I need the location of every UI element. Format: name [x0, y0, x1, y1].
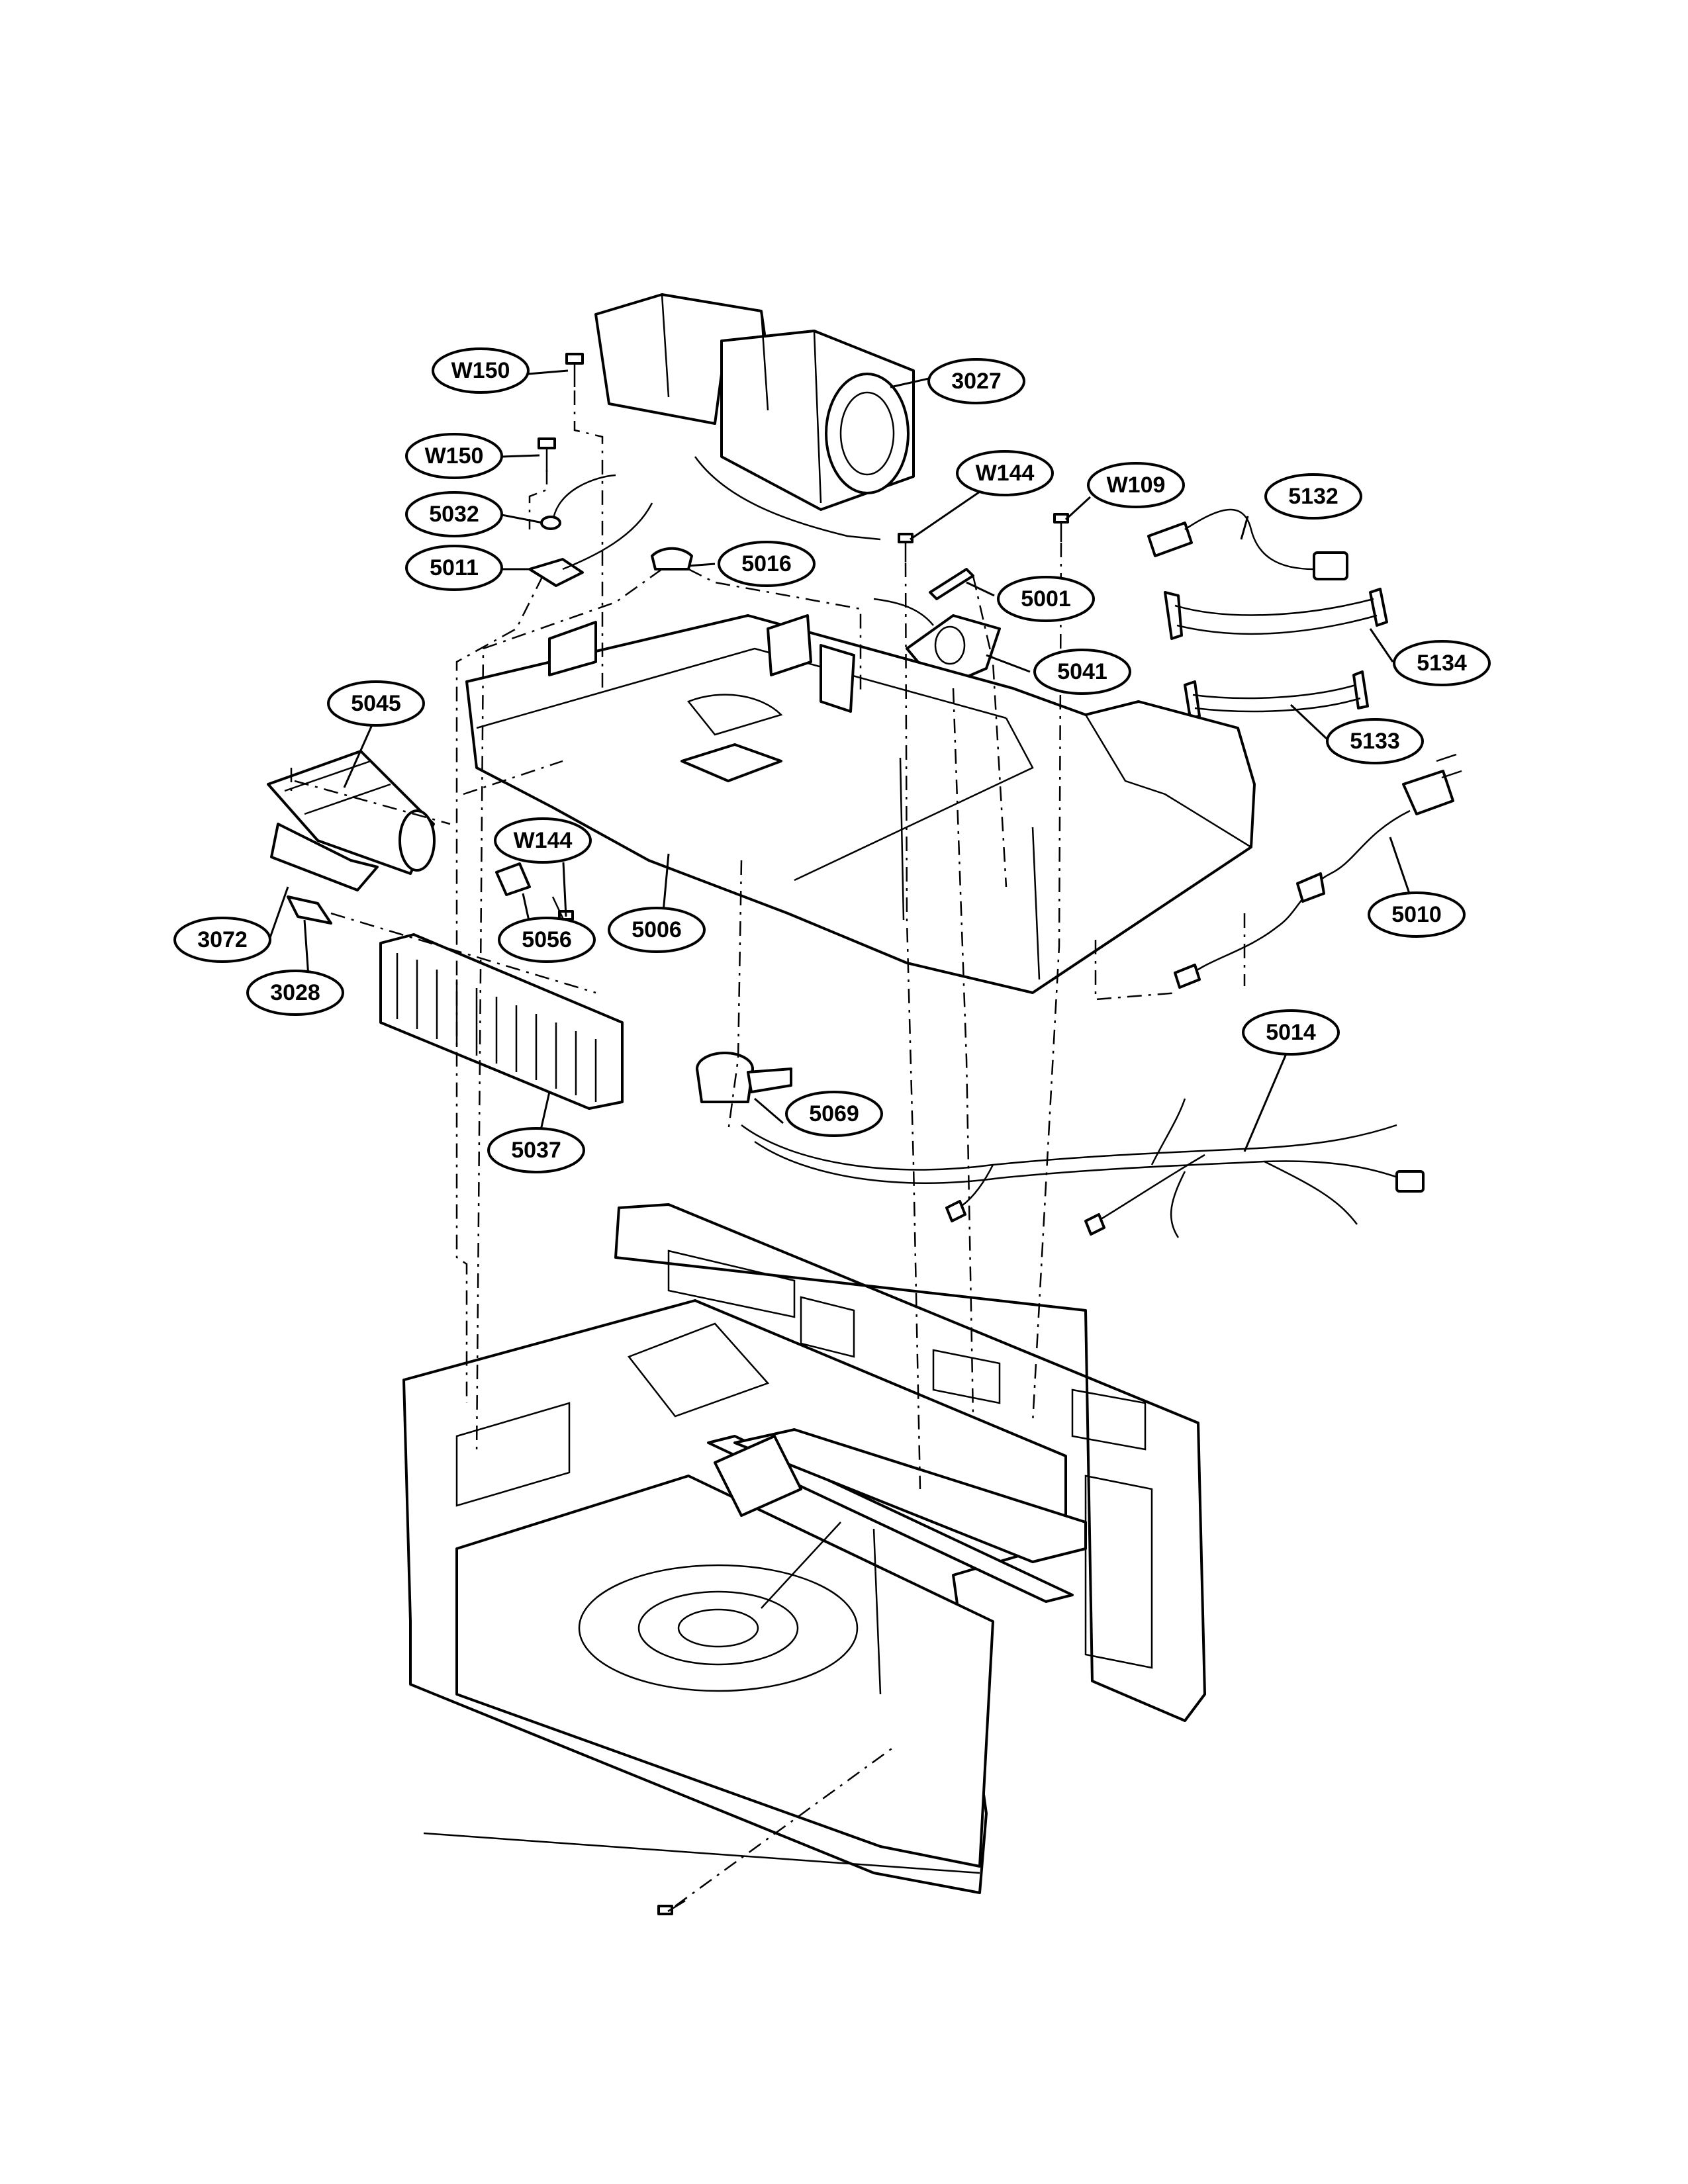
callout-label: 5010: [1391, 902, 1442, 927]
callout-label: W150: [451, 358, 510, 383]
callout-label: 5016: [741, 551, 792, 576]
callout-label: 3028: [270, 980, 320, 1005]
callout-w144-mid: W144: [494, 817, 592, 864]
callout-5132: 5132: [1264, 473, 1362, 520]
callout-3072: 3072: [173, 917, 271, 963]
blower-motor-assembly: [594, 293, 915, 541]
callout-label: 5056: [522, 927, 572, 952]
callout-5045: 5045: [327, 680, 425, 727]
callout-label: W109: [1107, 473, 1166, 498]
callout-5056: 5056: [498, 917, 596, 963]
base-plate: [465, 614, 1256, 994]
callout-label: 5045: [351, 691, 401, 716]
callout-label: 5014: [1266, 1020, 1316, 1045]
callout-w150-mid: W150: [405, 433, 503, 479]
callout-label: 5037: [511, 1138, 561, 1163]
callout-label: 3027: [951, 369, 1002, 394]
callout-5010: 5010: [1368, 891, 1466, 938]
callout-5014: 5014: [1242, 1009, 1340, 1056]
callout-label: 5006: [632, 917, 682, 942]
callout-label: 5011: [430, 555, 479, 580]
thermostat-parts: [528, 474, 1001, 690]
callout-5016: 5016: [718, 541, 816, 587]
callout-3027: 3027: [927, 358, 1025, 404]
callout-5134: 5134: [1393, 640, 1491, 686]
vent-cover-parts: [267, 750, 436, 925]
oven-chassis: [402, 1203, 1206, 1894]
callout-5001: 5001: [997, 576, 1095, 622]
callout-5011: 5011: [405, 545, 503, 591]
sensor: [696, 1052, 792, 1103]
callout-label: W144: [976, 461, 1035, 486]
power-cord: [1174, 753, 1462, 989]
callout-5133: 5133: [1326, 718, 1424, 764]
main-wire-harness: [741, 1098, 1425, 1238]
switch: [495, 862, 531, 896]
callout-label: W150: [425, 443, 484, 469]
callout-w150-top: W150: [432, 347, 530, 394]
callout-w109: W109: [1087, 462, 1185, 508]
callout-5006: 5006: [608, 907, 706, 953]
callout-5041: 5041: [1033, 649, 1131, 695]
callout-label: 5133: [1350, 729, 1400, 754]
callout-label: 5069: [809, 1101, 859, 1126]
callout-5037: 5037: [487, 1127, 585, 1173]
callout-w144-top: W144: [956, 450, 1054, 496]
wire-harnesses-top: [1147, 508, 1388, 719]
callout-label: 5041: [1057, 659, 1107, 684]
callout-5069: 5069: [785, 1091, 883, 1137]
callout-label: 5001: [1021, 586, 1071, 612]
callout-5032: 5032: [405, 491, 503, 537]
alignment-lines: [290, 390, 1246, 1907]
grille: [379, 933, 624, 1110]
callout-label: W144: [514, 828, 573, 853]
callout-label: 5134: [1417, 651, 1467, 676]
callout-label: 5132: [1288, 484, 1338, 509]
callout-label: 3072: [197, 927, 248, 952]
callout-3028: 3028: [246, 970, 344, 1016]
callout-label: 5032: [429, 502, 479, 527]
